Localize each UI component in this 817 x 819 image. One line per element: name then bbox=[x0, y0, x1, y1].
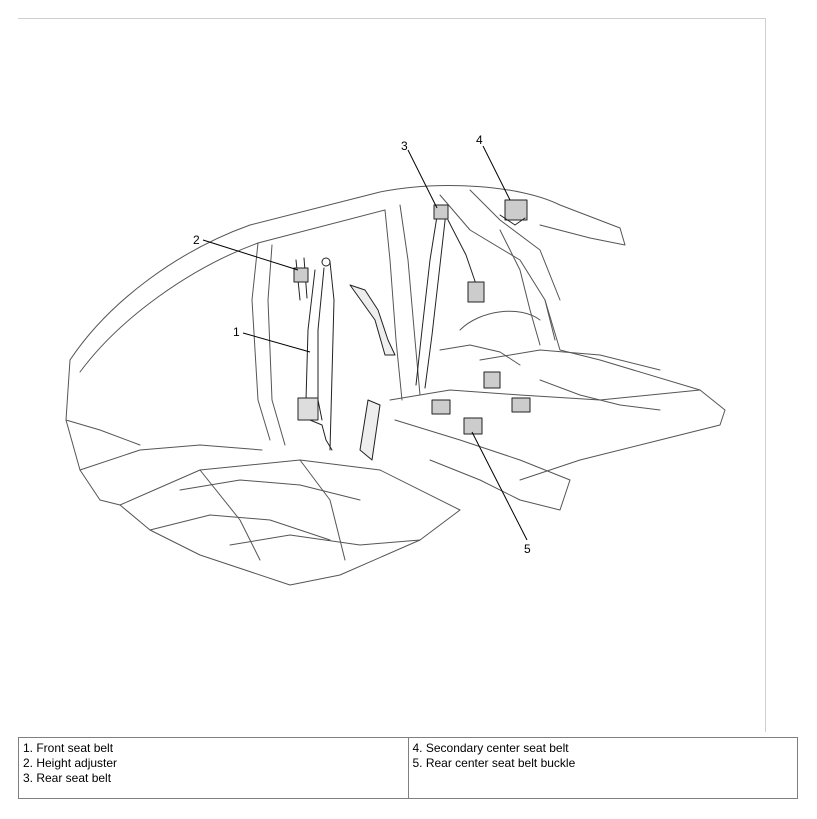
secondary-center-seat-belt bbox=[499, 199, 528, 226]
legend-item-front-seat-belt: 1. Front seat belt bbox=[23, 741, 114, 755]
height-adjuster bbox=[293, 257, 309, 301]
legend-column-left: 1. Front seat belt 2. Height adjuster 3.… bbox=[19, 738, 408, 798]
callout-5: 5 bbox=[524, 542, 531, 556]
legend-item-rear-center-buckle: 5. Rear center seat belt buckle bbox=[412, 756, 576, 770]
callout-2: 2 bbox=[193, 233, 200, 247]
rear-seat-belt bbox=[349, 204, 485, 461]
callout-1: 1 bbox=[233, 325, 240, 339]
seat-belt-diagram: 1 2 3 4 5 bbox=[65, 133, 726, 586]
legend-column-right: 4. Secondary center seat belt 5. Rear ce… bbox=[407, 738, 798, 798]
callout-4: 4 bbox=[476, 133, 483, 147]
legend-item-rear-seat-belt: 3. Rear seat belt bbox=[23, 771, 112, 785]
floor-panel bbox=[119, 310, 701, 586]
legend-item-height-adjuster: 2. Height adjuster bbox=[23, 756, 118, 770]
legend-item-secondary-center-seat-belt: 4. Secondary center seat belt bbox=[412, 741, 569, 755]
callout-3: 3 bbox=[401, 139, 408, 153]
vehicle-body-outline bbox=[65, 185, 726, 506]
figure-frame bbox=[18, 18, 766, 732]
front-seat-belt bbox=[297, 257, 335, 451]
callout-leaders bbox=[202, 145, 528, 541]
legend-table: 1. Front seat belt 2. Height adjuster 3.… bbox=[18, 737, 798, 799]
rear-center-buckle bbox=[431, 371, 531, 435]
